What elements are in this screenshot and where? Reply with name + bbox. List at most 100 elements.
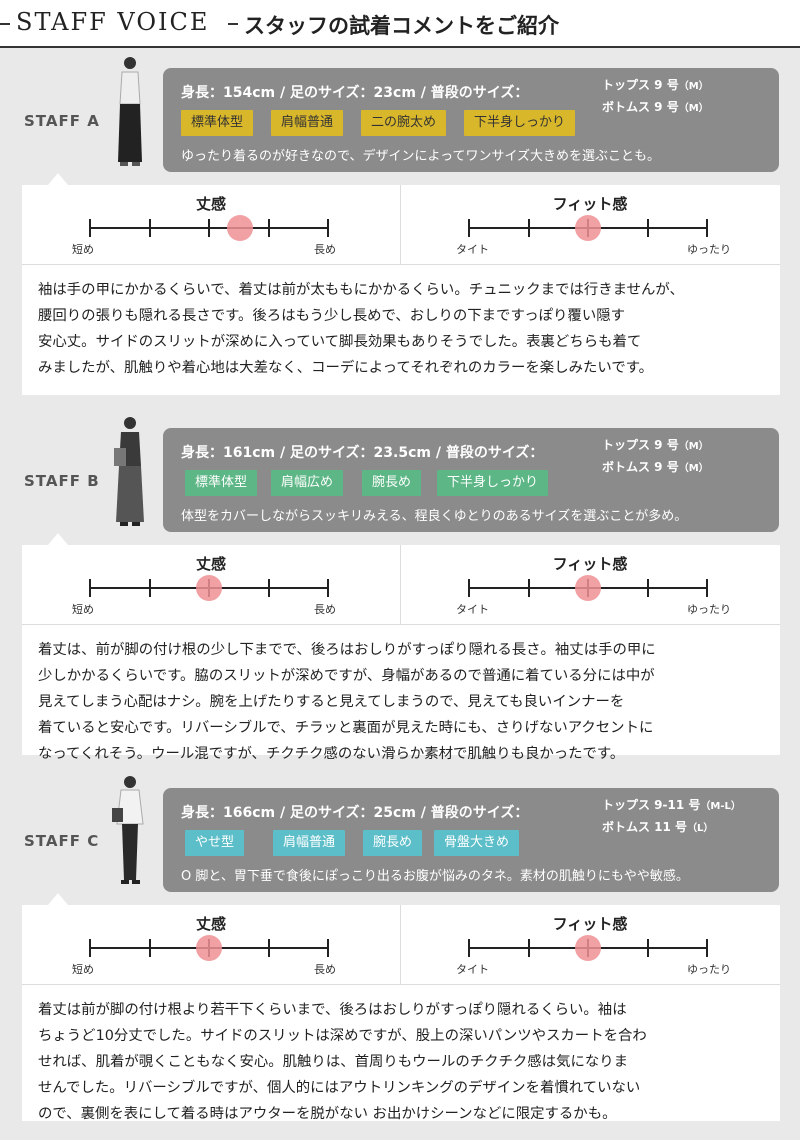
meter-marker: [196, 935, 222, 961]
body-tag: 下半身しっかり: [437, 470, 549, 496]
profile-stats: 身長：166cm / 足のサイズ：25cm / 普段のサイズ：: [181, 805, 529, 821]
comment-line: なってくれそう。ウール混ですが、チクチク感のない滑らか素材で肌触りも良かったです…: [38, 746, 625, 762]
meter-tick: [468, 219, 470, 237]
profile-note: 体型をカバーしながらスッキリみえる、程良くゆとりのあるサイズを選ぶことが多め。: [181, 509, 688, 524]
comment-line: せれば、肌着が覗くこともなく安心。肌触りは、首周りもウールのチクチク感は気になり…: [38, 1054, 629, 1070]
meter-tick: [646, 579, 649, 597]
size-tops: トップス 9-11 号: [602, 798, 701, 812]
size-tops: トップス 9 号: [602, 78, 679, 92]
fit-meter: フィット感 タイト ゆったり: [401, 905, 779, 985]
body-tag: 骨盤大きめ: [434, 830, 520, 856]
body-tag: 腕長め: [363, 830, 423, 856]
header-title-en: STAFF VOICE: [16, 8, 210, 36]
size-bottoms-unit: （M）: [678, 103, 709, 114]
comment-line: 見えてしまう心配はナシ。腕を上げたりすると見えてしまうので、見えても良いインナー…: [38, 694, 625, 710]
staff-voice-panel: STAFF A 身長：154cm / 足のサイズ：23cm / 普段のサイズ： …: [0, 48, 800, 1140]
meter-tick: [706, 939, 708, 957]
meter-tick: [646, 219, 649, 237]
profile-box: 身長：161cm / 足のサイズ：23.5cm / 普段のサイズ： トップス 9…: [163, 428, 779, 532]
speech-pointer: [48, 173, 68, 185]
size-bottoms: ボトムス 9 号: [602, 460, 679, 474]
usual-size: トップス 9 号（M） ボトムス 9 号（M）: [602, 75, 709, 119]
length-max-label: 長め: [314, 963, 336, 976]
fit-meter-title: フィット感: [552, 555, 628, 573]
body-tag: 肩幅広め: [271, 470, 344, 496]
length-meter-title: 丈感: [195, 555, 226, 573]
length-max-label: 長め: [314, 243, 336, 256]
meter-tick: [327, 579, 329, 597]
staff-comment: 袖は手の甲にかかるくらいで、着丈は前が太ももにかかるくらい。チュニックまでは行き…: [22, 265, 780, 395]
size-bottoms: ボトムス 11 号: [602, 820, 688, 834]
meter-tick: [468, 939, 470, 957]
meter-tick: [527, 579, 530, 597]
meter-tick: [89, 219, 91, 237]
meter-tick: [148, 579, 151, 597]
meter-tick: [646, 939, 649, 957]
size-bottoms-unit: （M）: [678, 463, 709, 474]
fit-max-label: ゆったり: [687, 603, 731, 616]
comment-line: 着丈は前が脚の付け根より若干下くらいまで、後ろはおしりがすっぽり隠れるくらい。袖…: [38, 1002, 627, 1018]
meter-marker: [575, 575, 601, 601]
length-meter: 丈感 短め 長め: [22, 905, 400, 985]
meter-tick: [267, 219, 270, 237]
comment-line: 少しかかるくらいです。脇のスリットが深めですが、身幅があるので普通に着ている分に…: [38, 668, 655, 684]
body-tag: 標準体型: [181, 110, 254, 136]
meter-bottom-rule: [22, 624, 780, 625]
meter-tick: [468, 579, 470, 597]
size-tops: トップス 9 号: [602, 438, 679, 452]
body-tag: 標準体型: [185, 470, 258, 496]
meter-tick: [706, 219, 708, 237]
meter-divider: [400, 545, 401, 625]
meter-tick: [527, 219, 530, 237]
header-rule: [0, 46, 800, 48]
size-tops-unit: （M）: [678, 81, 709, 92]
staff-photo: [114, 417, 144, 526]
size-tops-unit: （M-L）: [700, 801, 741, 812]
fit-min-label: タイト: [456, 963, 489, 976]
header-dash-left: [0, 23, 10, 25]
length-meter: 丈感 短め 長め: [22, 545, 400, 625]
staff-label: STAFF A: [24, 112, 100, 130]
body-tag: 肩幅普通: [271, 110, 344, 136]
staff-comment: 着丈は、前が脚の付け根の少し下までで、後ろはおしりがすっぽり隠れる長さ。袖丈は手…: [22, 625, 780, 762]
fit-meter-title: フィット感: [552, 915, 628, 933]
meter-tick: [327, 939, 329, 957]
meter-tick: [148, 219, 151, 237]
staff-section-a: STAFF A 身長：154cm / 足のサイズ：23cm / 普段のサイズ： …: [0, 48, 800, 408]
meter-tick: [267, 939, 270, 957]
profile-stats: 身長：161cm / 足のサイズ：23.5cm / 普段のサイズ：: [181, 445, 544, 461]
profile-stats: 身長：154cm / 足のサイズ：23cm / 普段のサイズ：: [181, 85, 529, 101]
fit-meter: フィット感 タイト ゆったり: [401, 545, 779, 625]
meter-bottom-rule: [22, 984, 780, 985]
staff-label: STAFF B: [24, 472, 100, 490]
comment-line: 袖は手の甲にかかるくらいで、着丈は前が太ももにかかるくらい。チュニックまでは行き…: [38, 282, 684, 298]
header-dash-mid: [228, 23, 238, 25]
header-title-jp: スタッフの試着コメントをご紹介: [244, 14, 559, 38]
length-meter-title: 丈感: [195, 195, 226, 213]
length-max-label: 長め: [314, 603, 336, 616]
comment-line: 安心丈。サイドのスリットが深めに入っていて脚長効果もありそうでした。表裏どちらも…: [38, 334, 642, 350]
body-tag: 二の腕太め: [361, 110, 447, 136]
comment-line: ちょうど10分丈でした。サイドのスリットは深めですが、股上の深いパンツやスカート…: [38, 1028, 647, 1044]
meter-divider: [400, 905, 401, 985]
fit-meters: 丈感 短め 長め フィット感 タイト ゆったり: [22, 185, 780, 265]
body-tag: 肩幅普通: [273, 830, 346, 856]
staff-photo: [118, 57, 142, 166]
length-meter-title: 丈感: [195, 915, 226, 933]
length-meter: 丈感 短め 長め: [22, 185, 400, 265]
comment-line: 着ていると安心です。リバーシブルで、チラッと裏面が見えた時にも、さりげないアクセ…: [38, 720, 654, 736]
comment-line: 腰回りの張りも隠れる長さです。後ろはもう少し長めで、おしりの下まですっぽり覆い隠…: [38, 308, 625, 324]
meter-marker: [226, 215, 253, 241]
speech-pointer: [48, 893, 68, 905]
section-header: STAFF VOICE スタッフの試着コメントをご紹介: [0, 0, 800, 48]
fit-min-label: タイト: [456, 243, 489, 256]
fit-max-label: ゆったり: [687, 243, 731, 256]
staff-label: STAFF C: [24, 832, 100, 850]
size-tops-unit: （M）: [678, 441, 709, 452]
fit-min-label: タイト: [456, 603, 489, 616]
profile-note: ゆったり着るのが好きなので、デザインによってワンサイズ大きめを選ぶことも。: [181, 149, 661, 164]
fit-meters: 丈感 短め 長め フィット感 タイト ゆったり: [22, 545, 780, 625]
meter-marker: [575, 935, 601, 961]
meter-tick: [89, 579, 91, 597]
body-tag: 下半身しっかり: [464, 110, 576, 136]
